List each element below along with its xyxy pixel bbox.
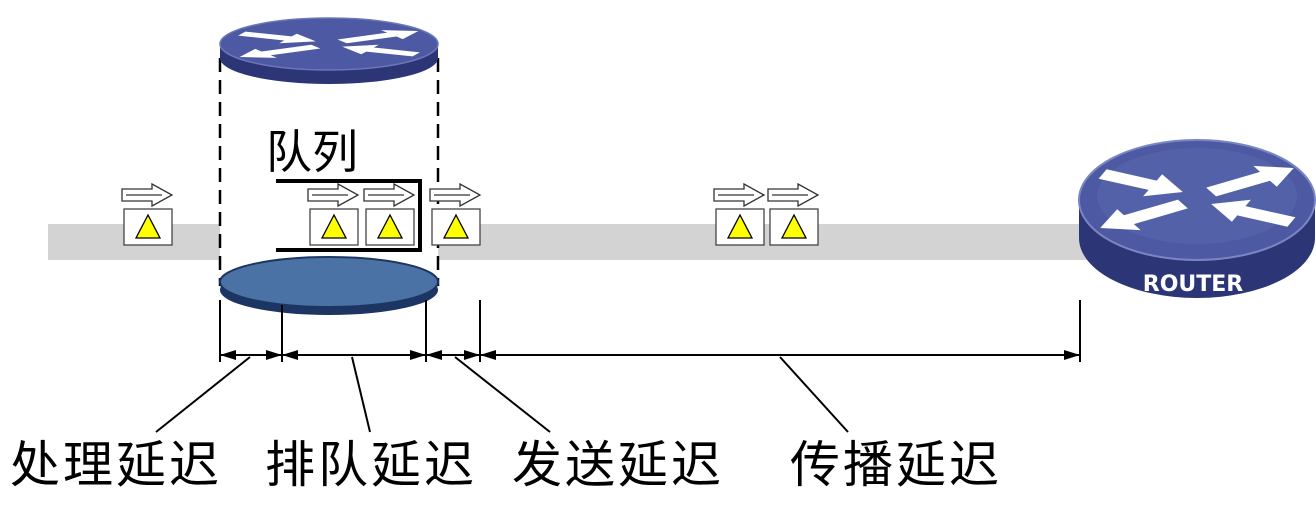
- triangle-icon: [442, 213, 470, 239]
- outward-arrow-icon: [1206, 165, 1294, 197]
- triangle-icon: [726, 213, 754, 239]
- inward-arrow-icon: [1098, 169, 1183, 197]
- arrowhead-right: [266, 350, 282, 360]
- dimension-ticks: [219, 300, 1081, 362]
- inward-arrow-icon: [1211, 199, 1296, 227]
- queue-label: 队列: [266, 125, 358, 179]
- arrowhead-left: [282, 350, 298, 360]
- triangle-icon: [134, 213, 162, 239]
- left-router-top-disk: [219, 17, 439, 84]
- queuing-delay-span: [282, 350, 426, 360]
- outward-arrow-icon: [239, 44, 321, 58]
- arrowhead-right: [1064, 350, 1080, 360]
- packet: [429, 182, 482, 246]
- inward-arrow-icon: [342, 44, 420, 57]
- left-router: [218, 17, 440, 315]
- router-icon: [238, 30, 420, 58]
- arrowhead-right: [410, 350, 426, 360]
- arrowhead-left: [480, 350, 496, 360]
- queue-bracket: [276, 179, 422, 252]
- right-router: ROUTER: [1078, 139, 1316, 298]
- router-label: ROUTER: [1143, 272, 1244, 297]
- propagation-delay-leader: [779, 356, 849, 433]
- transmission-delay-label: 发送延迟: [512, 436, 724, 494]
- arrowhead-left: [220, 350, 236, 360]
- outward-arrow-icon: [1100, 199, 1188, 231]
- packets-layer: [121, 182, 820, 246]
- queuing-delay-label: 排队延迟: [265, 436, 477, 494]
- leader-lines: [155, 356, 849, 433]
- arrowhead-left: [426, 350, 442, 360]
- router-icon: [1098, 165, 1296, 231]
- triangle-icon: [780, 213, 808, 239]
- processing-delay-span: [220, 350, 282, 360]
- packet: [307, 182, 360, 246]
- queuing-delay-leader: [351, 356, 371, 433]
- processing-delay-leader: [155, 356, 251, 433]
- left-router-bottom-disk: [219, 256, 439, 315]
- router-disk-face: [219, 17, 439, 71]
- inward-arrow-icon: [238, 31, 316, 44]
- transmission-delay-leader: [454, 356, 551, 433]
- propagation-delay-label: 传播延迟: [790, 436, 1002, 494]
- arrowhead-right: [464, 350, 480, 360]
- packet: [363, 182, 416, 246]
- triangle-icon: [320, 213, 348, 239]
- packet: [121, 182, 174, 246]
- triangle-icon: [376, 213, 404, 239]
- transmission-delay-span: [426, 350, 480, 360]
- processing-delay-label: 处理延迟: [10, 436, 222, 494]
- packet: [713, 182, 766, 246]
- propagation-delay-span: [480, 350, 1080, 360]
- bottom-disk-face: [219, 256, 439, 308]
- outward-arrow-icon: [337, 30, 419, 44]
- packet: [767, 182, 820, 246]
- router-face-highlight: [1097, 148, 1297, 244]
